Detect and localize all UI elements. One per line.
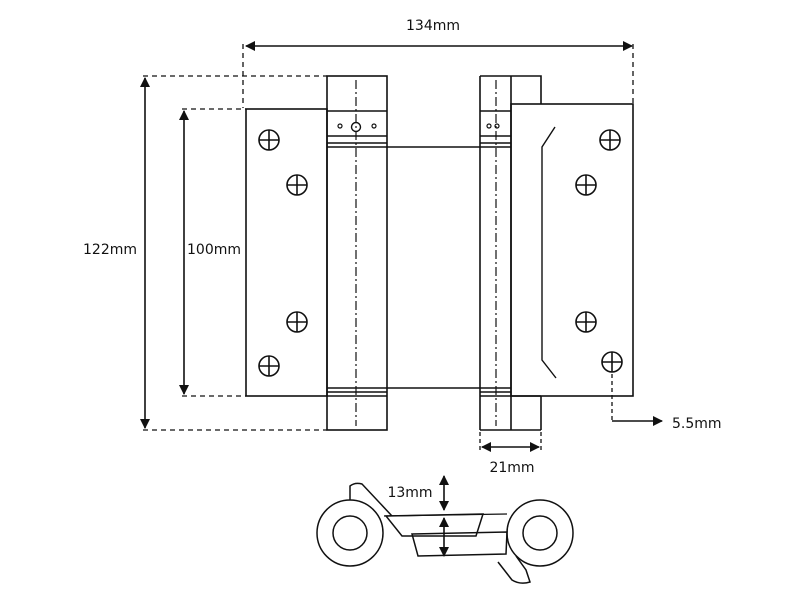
label-barrel-width: 21mm xyxy=(489,460,534,476)
dimension-barrel-width xyxy=(479,432,542,452)
screw-hole-icon xyxy=(286,311,308,333)
screw-hole-icon xyxy=(601,351,623,373)
dimension-screw-hole xyxy=(611,374,663,426)
screw-hole-icon xyxy=(575,174,597,196)
label-total-height: 122mm xyxy=(83,242,137,258)
screw-hole-icon xyxy=(599,129,621,151)
barrel-connectors xyxy=(387,146,480,389)
screw-hole-icon xyxy=(575,311,597,333)
label-overall-width: 134mm xyxy=(406,18,460,34)
dimension-plate-height xyxy=(179,108,246,397)
screw-hole-icon xyxy=(258,355,280,377)
label-offset: 13mm xyxy=(387,485,432,501)
screw-hole-icon xyxy=(286,174,308,196)
left-barrel xyxy=(326,75,388,431)
label-plate-height: 100mm xyxy=(187,242,241,258)
left-leaf-plate xyxy=(245,108,328,397)
screw-hole-icon xyxy=(258,129,280,151)
dimension-total-height xyxy=(140,75,327,431)
right-leaf-plate xyxy=(510,103,634,397)
dimension-overall-width xyxy=(242,41,634,108)
hinge-top-view xyxy=(316,482,574,584)
label-screw-hole: 5.5mm xyxy=(672,416,722,432)
